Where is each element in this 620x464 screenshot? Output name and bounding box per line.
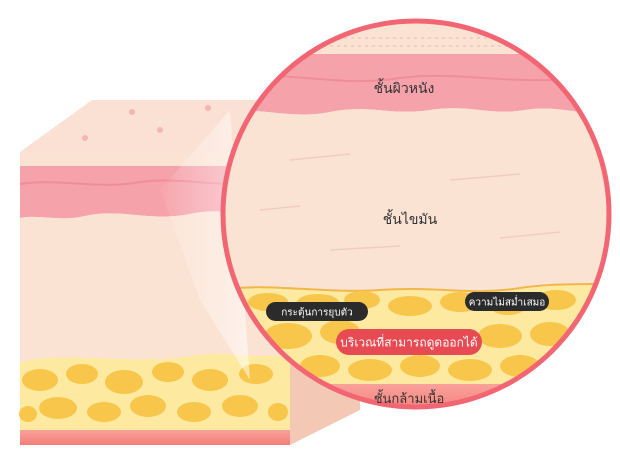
front-muscle-layer [20, 430, 290, 445]
suction-area-tag-label: บริเวณที่สามารถดูดออกได้ [340, 334, 477, 351]
stimulate-tag: กระตุ้นการยุบตัว [266, 302, 368, 321]
lens-fat-boundary [223, 281, 609, 293]
lens-dermis-layer [223, 108, 609, 300]
uneven-tag: ความไม่สม่ำเสมอ [465, 292, 549, 311]
lens-epidermis-layer [223, 54, 609, 115]
lens-dermis-streaks [259, 153, 561, 251]
muscle-layer-label: ชั้นกล้ามเนื้อ [374, 389, 445, 407]
epidermis-label: ชั้นผิวหนัง [374, 78, 435, 97]
magnifier-ring [220, 18, 612, 410]
stimulate-tag-label: กระตุ้นการยุบตัว [281, 307, 352, 319]
uneven-tag-label: ความไม่สม่ำเสมอ [469, 295, 546, 309]
pore-dot [82, 135, 88, 141]
front-fat-lobules [19, 362, 288, 422]
lens-epidermis-wave [229, 74, 601, 83]
fat-layer-label: ชั้นไขมัน [383, 209, 438, 228]
pore-dot [157, 127, 163, 133]
suction-area-tag: บริเวณที่สามารถดูดออกได้ [336, 329, 482, 355]
pore-dot [205, 105, 211, 111]
pore-dot [129, 109, 135, 115]
